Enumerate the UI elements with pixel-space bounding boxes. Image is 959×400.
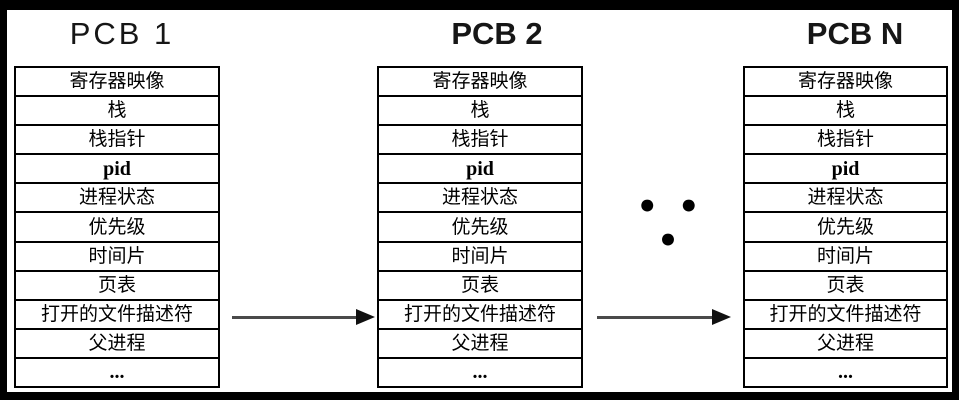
table-row: 时间片 xyxy=(379,243,581,272)
table-row: 父进程 xyxy=(16,330,218,359)
row-label: 寄存器映像 xyxy=(432,71,528,93)
arrow-head-icon xyxy=(356,309,375,325)
table-row: 栈 xyxy=(745,97,946,127)
row-label: 打开的文件描述符 xyxy=(40,303,193,325)
pcb2-title: PCB 2 xyxy=(451,16,543,51)
table-row: 寄存器映像 xyxy=(16,68,218,98)
table-row: ... xyxy=(16,359,218,386)
pcb1-table: 寄存器映像栈栈指针 pid 进程状态优先级时间片页表打开的文件描述符父进程... xyxy=(14,66,220,388)
table-row: 页表 xyxy=(379,272,581,301)
table-row: 时间片 xyxy=(16,243,218,272)
row-label: pid xyxy=(831,157,860,180)
table-row: 打开的文件描述符 xyxy=(16,301,218,330)
table-row: 进程状态 xyxy=(379,184,581,214)
arrow-line xyxy=(232,315,356,319)
row-label: ... xyxy=(109,361,125,384)
row-label: 进程状态 xyxy=(78,187,155,209)
table-row: 页表 xyxy=(16,272,218,301)
row-label: 栈指针 xyxy=(451,129,509,151)
row-label: pid xyxy=(466,157,494,180)
row-label: 时间片 xyxy=(816,245,874,267)
table-row: 页表 xyxy=(745,272,946,301)
pcb2-table: 寄存器映像栈栈指针 pid 进程状态优先级时间片页表打开的文件描述符父进程... xyxy=(377,66,583,388)
row-label: 打开的文件描述符 xyxy=(403,303,556,325)
table-row: 优先级 xyxy=(745,213,946,243)
arrow-line xyxy=(597,315,712,319)
ellipsis-dots: • • • xyxy=(636,187,704,261)
table-row: ... xyxy=(379,359,581,386)
table-row: 栈 xyxy=(16,97,218,127)
row-label: 打开的文件描述符 xyxy=(769,303,922,325)
row-label: 栈 xyxy=(470,100,490,122)
table-row: 栈指针 xyxy=(379,126,581,156)
table-row: pid xyxy=(379,155,581,185)
row-label: 栈 xyxy=(107,100,127,122)
row-label: 时间片 xyxy=(88,245,146,267)
row-label: 页表 xyxy=(826,274,865,296)
row-label: ... xyxy=(472,361,488,384)
row-label: ... xyxy=(838,361,853,384)
row-label: 父进程 xyxy=(88,332,146,354)
row-label: 页表 xyxy=(97,274,136,296)
row-label: pid xyxy=(103,157,131,180)
table-row: 优先级 xyxy=(16,213,218,243)
table-row: 栈指针 xyxy=(16,126,218,156)
table-row: pid xyxy=(16,155,218,185)
table-row: pid xyxy=(745,155,946,185)
table-row: 栈指针 xyxy=(745,126,946,156)
pcbN-table: 寄存器映像栈栈指针 pid 进程状态优先级时间片页表打开的文件描述符父进程... xyxy=(743,66,948,388)
row-label: 栈 xyxy=(835,100,855,122)
table-row: 父进程 xyxy=(745,330,946,359)
table-row: 优先级 xyxy=(379,213,581,243)
table-row: 进程状态 xyxy=(16,184,218,214)
table-row: 寄存器映像 xyxy=(745,68,946,98)
arrow-pcb1-to-pcb2 xyxy=(232,309,375,325)
row-label: 页表 xyxy=(460,274,499,296)
table-row: 进程状态 xyxy=(745,184,946,214)
row-label: 寄存器映像 xyxy=(797,71,893,93)
table-row: ... xyxy=(745,359,946,386)
pcbN-title: PCB N xyxy=(806,16,904,51)
arrow-head-icon xyxy=(712,309,731,325)
table-row: 寄存器映像 xyxy=(379,68,581,98)
row-label: 进程状态 xyxy=(807,187,884,209)
row-label: 栈指针 xyxy=(88,129,146,151)
row-label: 父进程 xyxy=(451,332,509,354)
table-row: 栈 xyxy=(379,97,581,127)
table-row: 打开的文件描述符 xyxy=(745,301,946,330)
table-row: 父进程 xyxy=(379,330,581,359)
row-label: 寄存器映像 xyxy=(69,71,165,93)
table-row: 时间片 xyxy=(745,243,946,272)
row-label: 优先级 xyxy=(451,216,509,238)
row-label: 栈指针 xyxy=(816,129,874,151)
diagram-canvas: PCB 1 PCB 2 PCB N 寄存器映像栈栈指针 pid 进程状态优先级时间片… xyxy=(7,10,952,392)
row-label: 优先级 xyxy=(816,216,874,238)
row-label: 进程状态 xyxy=(441,187,518,209)
table-row: 打开的文件描述符 xyxy=(379,301,581,330)
row-label: 优先级 xyxy=(88,216,146,238)
pcb1-title: PCB 1 xyxy=(69,16,175,51)
row-label: 时间片 xyxy=(451,245,509,267)
row-label: 父进程 xyxy=(816,332,874,354)
arrow-pcb2-to-pcbN xyxy=(597,309,731,325)
